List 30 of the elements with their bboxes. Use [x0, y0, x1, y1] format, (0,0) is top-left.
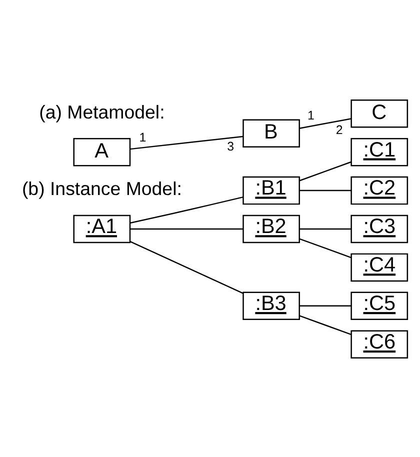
- connector: [299, 228, 351, 230]
- label: (b) Instance Model:: [22, 178, 182, 199]
- connector: [130, 228, 244, 230]
- connector: [130, 135, 244, 150]
- connector: [299, 304, 351, 306]
- node-box: :C4: [350, 252, 408, 282]
- node-box: C: [350, 99, 408, 128]
- node-box: :A1: [73, 214, 131, 243]
- node-box: :C3: [350, 214, 408, 243]
- node-box: :B3: [242, 291, 300, 320]
- label: 3: [227, 139, 234, 154]
- label: (a) Metamodel:: [39, 100, 165, 122]
- connector: [299, 160, 352, 181]
- node-box: :B1: [242, 176, 300, 204]
- connector: [299, 118, 352, 128]
- node-box: :C1: [350, 137, 408, 166]
- node-box: :C6: [350, 330, 408, 358]
- node-box: :C5: [350, 291, 408, 320]
- node-box: :C2: [350, 176, 408, 204]
- connector: [299, 238, 352, 258]
- connector: [299, 189, 351, 191]
- node-box: B: [242, 118, 300, 148]
- connector: [130, 240, 244, 294]
- label: 2: [336, 122, 343, 136]
- connector: [299, 314, 352, 334]
- label: 1: [139, 130, 146, 144]
- label: 1: [308, 108, 314, 122]
- node-box: :B2: [242, 214, 300, 243]
- node-box: A: [73, 137, 131, 166]
- connector: [130, 196, 244, 224]
